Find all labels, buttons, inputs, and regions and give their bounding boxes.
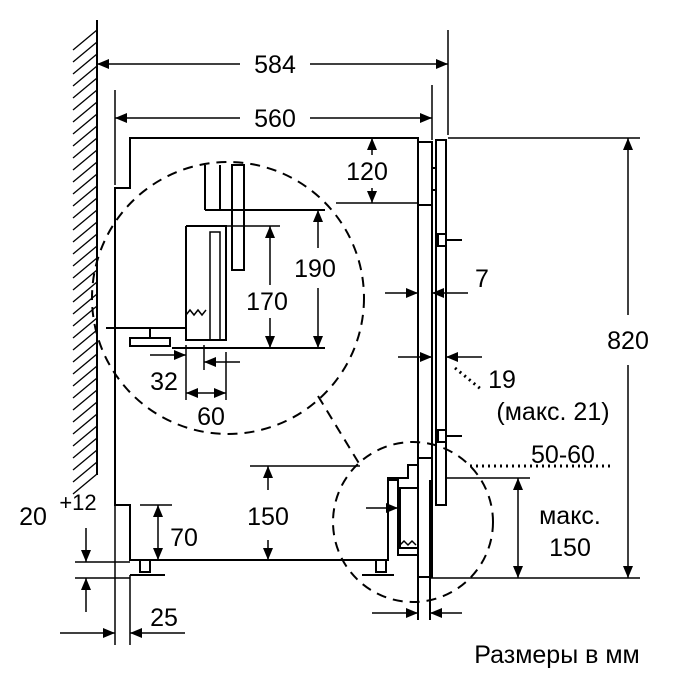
dim-50-60: 50-60 xyxy=(531,441,595,469)
wall-hatch-line xyxy=(72,89,98,111)
wall-hatch-line xyxy=(72,449,98,471)
wall-hatch-line xyxy=(72,401,98,423)
dim-max-label: макс. xyxy=(539,502,601,530)
dim-70: 70 xyxy=(170,524,198,552)
wall-hatch-line xyxy=(72,317,98,339)
dim-max-150: 150 xyxy=(549,534,591,562)
dimension-lines xyxy=(60,30,640,645)
wall-hatch-line xyxy=(72,329,98,351)
wall-hatch-line xyxy=(72,461,98,483)
wall-hatch-line xyxy=(72,221,98,243)
dim-19: 19 xyxy=(488,366,516,394)
dim-560: 560 xyxy=(254,105,296,133)
dim-150: 150 xyxy=(247,503,289,531)
wall-hatch-line xyxy=(72,353,98,375)
dim-7: 7 xyxy=(475,265,489,293)
wall-hatch-line xyxy=(72,29,98,51)
detail-leader xyxy=(317,395,361,466)
wall-hatch-line xyxy=(72,245,98,267)
wall-hatch-line xyxy=(72,113,98,135)
wall-hatch-line xyxy=(72,137,98,159)
wall-hatch-line xyxy=(72,41,98,63)
wall-hatch-line xyxy=(72,341,98,363)
appliance-door xyxy=(417,139,462,578)
appliance-feet xyxy=(130,559,394,576)
wall-hatch-line xyxy=(72,65,98,87)
dim-max-21: (макс. 21) xyxy=(496,398,609,426)
detail-circle-upper xyxy=(91,161,365,435)
dim-25: 25 xyxy=(150,604,178,632)
dim-820: 820 xyxy=(607,327,649,355)
wall-hatch-line xyxy=(72,209,98,231)
wall-hatch-line xyxy=(72,281,98,303)
wall-hatch-line xyxy=(72,413,98,435)
wall-hatch-line xyxy=(72,257,98,279)
wall-hatch-line xyxy=(72,149,98,171)
dim-190: 190 xyxy=(294,255,336,283)
wall-hatch-line xyxy=(72,365,98,387)
wall-hatch-line xyxy=(72,161,98,183)
dim-32: 32 xyxy=(150,368,178,396)
dim-120: 120 xyxy=(346,158,388,186)
wall-hatch-line xyxy=(72,77,98,99)
upper-detail-parts xyxy=(106,164,325,349)
wall-hatch-line xyxy=(72,185,98,207)
wall xyxy=(72,20,98,495)
detail-circle-lower xyxy=(332,441,494,603)
wall-hatch-line xyxy=(72,473,98,495)
wall-hatch-line xyxy=(72,125,98,147)
wall-hatch-line xyxy=(72,437,98,459)
lower-detail-parts xyxy=(388,479,431,620)
wall-hatching xyxy=(72,29,98,495)
dim-170: 170 xyxy=(246,288,288,316)
dim-60: 60 xyxy=(197,403,225,431)
wall-hatch-line xyxy=(72,173,98,195)
wall-hatch-line xyxy=(72,377,98,399)
wall-hatch-line xyxy=(72,425,98,447)
wall-hatch-line xyxy=(72,389,98,411)
wall-hatch-line xyxy=(72,233,98,255)
units-caption: Размеры в мм xyxy=(474,641,639,669)
wall-hatch-line xyxy=(72,269,98,291)
wall-hatch-line xyxy=(72,53,98,75)
wall-hatch-line xyxy=(72,101,98,123)
dim-20: 20 xyxy=(19,503,47,531)
dim-584: 584 xyxy=(254,51,296,79)
wall-hatch-line xyxy=(72,197,98,219)
dim-plus-12: +12 xyxy=(59,490,96,515)
